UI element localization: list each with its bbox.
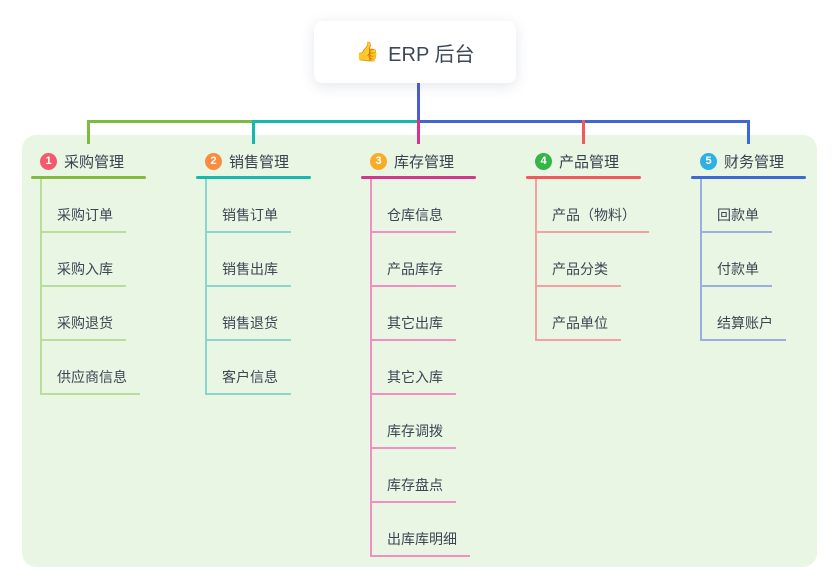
branch-children: 产品（物料） 产品分类产品单位 (535, 179, 672, 341)
connector-stub-5 (747, 120, 750, 144)
branch-children: 采购订单采购入库采购退货供应商信息 (40, 179, 177, 395)
connector-stub-2 (252, 120, 255, 144)
branch-column-3: 3 库存管理仓库信息产品库存其它出库其它入库库存调拨库存盘点出库库明细 (361, 147, 513, 557)
connector-trunk-teal (253, 120, 418, 123)
node-label: 供应商信息 (42, 367, 140, 395)
mindmap-node[interactable]: 产品（物料） (537, 179, 672, 233)
mindmap-node[interactable]: 其它入库 (372, 341, 507, 395)
thumbs-up-icon: 👍 (355, 41, 380, 63)
mindmap-node[interactable]: 客户信息 (207, 341, 342, 395)
mindmap-node[interactable]: 销售订单 (207, 179, 342, 233)
branch-underline (31, 176, 146, 179)
node-label: 结算账户 (702, 313, 786, 341)
node-label: 其它入库 (372, 367, 456, 395)
node-label: 产品库存 (372, 259, 456, 287)
node-label: 库存盘点 (372, 475, 456, 503)
mindmap-node[interactable]: 供应商信息 (42, 341, 177, 395)
node-label: 客户信息 (207, 367, 291, 395)
connector-root-drop (417, 83, 420, 121)
branch-column-2: 2 销售管理销售订单销售出库销售退货客户信息 (196, 147, 348, 395)
node-label: 回款单 (702, 205, 772, 233)
mindmap-node[interactable]: 其它出库 (372, 287, 507, 341)
branch-underline (361, 176, 476, 179)
branch-header[interactable]: 2 销售管理 (196, 147, 348, 175)
branch-label: 销售管理 (229, 153, 290, 171)
connector-stub-1 (87, 120, 90, 144)
mindmap-node[interactable]: 产品库存 (372, 233, 507, 287)
mindmap-node[interactable]: 库存盘点 (372, 449, 507, 503)
root-node[interactable]: 👍 ERP 后台 (314, 21, 516, 83)
mindmap-node[interactable]: 采购入库 (42, 233, 177, 287)
branch-label: 采购管理 (64, 153, 125, 171)
node-label: 采购订单 (42, 205, 126, 233)
mindmap-node[interactable]: 产品单位 (537, 287, 672, 341)
branch-underline (196, 176, 311, 179)
mindmap-node[interactable]: 库存调拨 (372, 395, 507, 449)
mindmap-node[interactable]: 销售退货 (207, 287, 342, 341)
branch-number-badge: 5 (700, 152, 717, 170)
node-label: 产品分类 (537, 259, 621, 287)
branch-label: 产品管理 (559, 153, 620, 171)
mindmap-node[interactable]: 出库库明细 (372, 503, 507, 557)
node-label: 采购退货 (42, 313, 126, 341)
node-label: 产品单位 (537, 313, 621, 341)
node-label: 付款单 (702, 259, 772, 287)
branch-column-5: 5 财务管理回款单付款单结算账户 (691, 147, 839, 341)
node-label: 其它出库 (372, 313, 456, 341)
mindmap-node[interactable]: 付款单 (702, 233, 837, 287)
branch-column-4: 4 产品管理产品（物料） 产品分类产品单位 (526, 147, 678, 341)
branch-children: 仓库信息产品库存其它出库其它入库库存调拨库存盘点出库库明细 (370, 179, 507, 557)
node-label: 仓库信息 (372, 205, 456, 233)
branch-children: 回款单付款单结算账户 (700, 179, 837, 341)
branch-header[interactable]: 1 采购管理 (31, 147, 183, 175)
branch-label: 库存管理 (394, 153, 455, 171)
branch-column-1: 1 采购管理采购订单采购入库采购退货供应商信息 (31, 147, 183, 395)
mindmap-node[interactable]: 采购退货 (42, 287, 177, 341)
mindmap-node[interactable]: 回款单 (702, 179, 837, 233)
mindmap-node[interactable]: 产品分类 (537, 233, 672, 287)
branch-underline (691, 176, 806, 179)
node-label: 出库库明细 (372, 529, 470, 557)
branch-underline (526, 176, 641, 179)
background-panel (22, 135, 817, 567)
branch-number-badge: 3 (370, 152, 387, 170)
connector-stub-4 (582, 120, 585, 144)
mindmap-node[interactable]: 结算账户 (702, 287, 837, 341)
branch-number-badge: 1 (40, 152, 57, 170)
root-label: ERP 后台 (388, 43, 475, 66)
connector-trunk-green (87, 120, 254, 123)
mindmap-node[interactable]: 销售出库 (207, 233, 342, 287)
node-label: 销售出库 (207, 259, 291, 287)
node-label: 销售退货 (207, 313, 291, 341)
branch-children: 销售订单销售出库销售退货客户信息 (205, 179, 342, 395)
branch-header[interactable]: 3 库存管理 (361, 147, 513, 175)
node-label: 产品（物料） (537, 205, 649, 233)
branch-number-badge: 4 (535, 152, 552, 170)
connector-stub-3 (417, 120, 420, 144)
branch-number-badge: 2 (205, 152, 222, 170)
node-label: 库存调拨 (372, 421, 456, 449)
branch-label: 财务管理 (724, 153, 785, 171)
mindmap-node[interactable]: 仓库信息 (372, 179, 507, 233)
branch-header[interactable]: 4 产品管理 (526, 147, 678, 175)
branch-header[interactable]: 5 财务管理 (691, 147, 839, 175)
mindmap-node[interactable]: 采购订单 (42, 179, 177, 233)
node-label: 采购入库 (42, 259, 126, 287)
node-label: 销售订单 (207, 205, 291, 233)
